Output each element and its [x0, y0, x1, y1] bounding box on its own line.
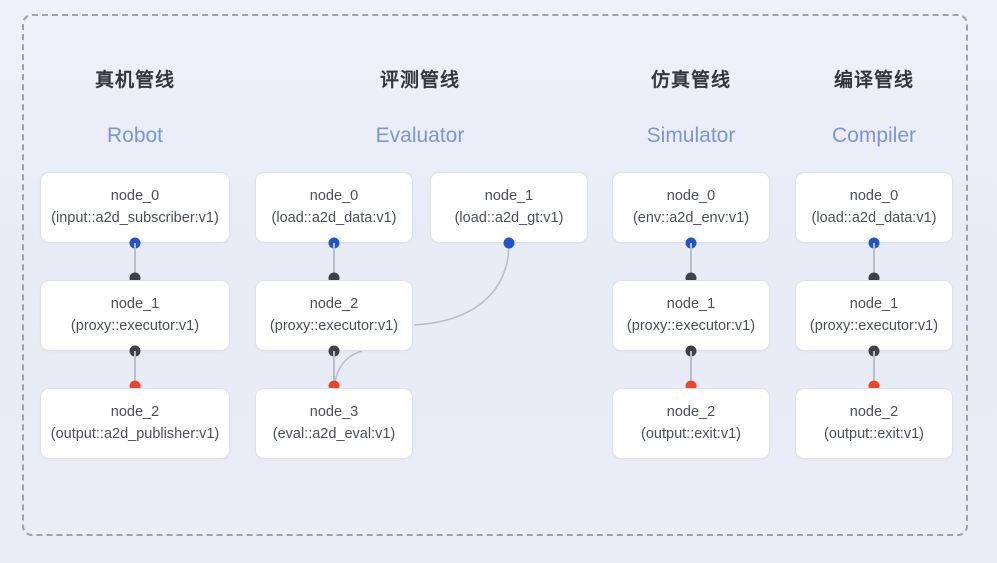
- column-title-en-robot: Robot: [106, 124, 164, 147]
- node-simulator-node_1[interactable]: node_1 (proxy::executor:v1): [612, 280, 770, 351]
- column-title-en-evaluator: Evaluator: [375, 124, 465, 147]
- node-id: node_2: [110, 404, 160, 421]
- node-simulator-node_2[interactable]: node_2 (output::exit:v1): [612, 388, 770, 459]
- column-title-cn-robot: 真机管线: [94, 70, 175, 91]
- edge-simulator-node_0-node_1: [690, 243, 692, 278]
- column-title-cn-compiler: 编译管线: [833, 70, 914, 91]
- node-evaluator-node_1[interactable]: node_1 (load::a2d_gt:v1): [430, 172, 588, 243]
- edge-robot-node_0-node_1: [134, 243, 136, 278]
- node-id: node_2: [309, 296, 359, 313]
- diagram-dashed-frame: [22, 14, 968, 536]
- node-id: node_1: [484, 188, 534, 205]
- port-red-robot-node_2-in[interactable]: [129, 380, 141, 392]
- edge-compiler-node_0-node_1: [873, 243, 875, 278]
- node-evaluator-node_3[interactable]: node_3 (eval::a2d_eval:v1): [255, 388, 413, 459]
- node-type: (env::a2d_env:v1): [632, 209, 750, 226]
- node-compiler-node_2[interactable]: node_2 (output::exit:v1): [795, 388, 953, 459]
- node-type: (output::exit:v1): [641, 425, 741, 442]
- port-blue-evaluator-node_1-out[interactable]: [503, 237, 515, 249]
- edge-simulator-node_1-node_2: [690, 351, 692, 386]
- port-black-simulator-node_1-in[interactable]: [685, 272, 697, 284]
- node-id: node_2: [666, 404, 716, 421]
- node-id: node_0: [110, 188, 160, 205]
- edge-evaluator-node_0-node_2: [333, 243, 335, 278]
- node-id: node_2: [849, 404, 899, 421]
- node-type: (load::a2d_data:v1): [811, 209, 937, 226]
- node-type: (load::a2d_gt:v1): [454, 209, 564, 226]
- node-type: (output::exit:v1): [824, 425, 924, 442]
- node-type: (proxy::executor:v1): [269, 317, 399, 334]
- column-title-cn-evaluator: 评测管线: [379, 70, 460, 91]
- node-type: (proxy::executor:v1): [626, 317, 756, 334]
- column-title-en-simulator: Simulator: [646, 124, 736, 147]
- node-id: node_1: [849, 296, 899, 313]
- node-evaluator-node_2[interactable]: node_2 (proxy::executor:v1): [255, 280, 413, 351]
- node-type: (eval::a2d_eval:v1): [272, 425, 396, 442]
- edge-robot-node_1-node_2: [134, 351, 136, 386]
- node-type: (output::a2d_publisher:v1): [50, 425, 220, 442]
- node-id: node_0: [309, 188, 359, 205]
- node-id: node_1: [110, 296, 160, 313]
- node-simulator-node_0[interactable]: node_0 (env::a2d_env:v1): [612, 172, 770, 243]
- node-compiler-node_1[interactable]: node_1 (proxy::executor:v1): [795, 280, 953, 351]
- node-id: node_1: [666, 296, 716, 313]
- node-compiler-node_0[interactable]: node_0 (load::a2d_data:v1): [795, 172, 953, 243]
- port-red-compiler-node_2-in[interactable]: [868, 380, 880, 392]
- node-robot-node_0[interactable]: node_0 (input::a2d_subscriber:v1): [40, 172, 230, 243]
- node-robot-node_1[interactable]: node_1 (proxy::executor:v1): [40, 280, 230, 351]
- node-type: (proxy::executor:v1): [809, 317, 939, 334]
- node-robot-node_2[interactable]: node_2 (output::a2d_publisher:v1): [40, 388, 230, 459]
- port-black-compiler-node_1-in[interactable]: [868, 272, 880, 284]
- edge-evaluator-node_2-node_3: [333, 351, 335, 386]
- port-red-evaluator-node_3-in[interactable]: [328, 380, 340, 392]
- edge-compiler-node_1-node_2: [873, 351, 875, 386]
- port-red-simulator-node_2-in[interactable]: [685, 380, 697, 392]
- node-type: (input::a2d_subscriber:v1): [51, 209, 219, 226]
- node-id: node_0: [666, 188, 716, 205]
- node-type: (proxy::executor:v1): [70, 317, 200, 334]
- port-black-evaluator-node_2-in[interactable]: [328, 272, 340, 284]
- node-type: (load::a2d_data:v1): [271, 209, 397, 226]
- column-title-en-compiler: Compiler: [831, 124, 917, 147]
- column-title-cn-simulator: 仿真管线: [650, 70, 731, 91]
- node-id: node_0: [849, 188, 899, 205]
- node-evaluator-node_0[interactable]: node_0 (load::a2d_data:v1): [255, 172, 413, 243]
- port-black-robot-node_1-in[interactable]: [129, 272, 141, 284]
- node-id: node_3: [309, 404, 359, 421]
